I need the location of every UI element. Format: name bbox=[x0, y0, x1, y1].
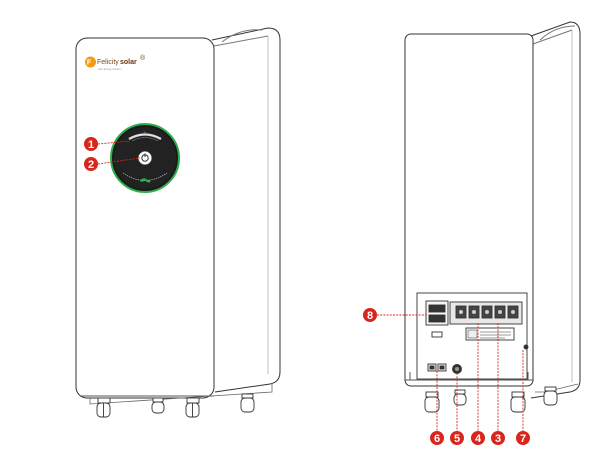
callout-number: 6 bbox=[434, 433, 440, 445]
callout-number: 1 bbox=[88, 139, 94, 151]
brand-trademark: ® bbox=[140, 54, 146, 62]
callout-number: 7 bbox=[520, 433, 526, 445]
callout-7: 7 bbox=[516, 431, 530, 445]
svg-text:▪▪▪: ▪▪▪ bbox=[144, 131, 147, 134]
status-led-arc bbox=[128, 133, 162, 140]
rear-casters bbox=[424, 386, 558, 413]
power-button[interactable] bbox=[138, 151, 152, 165]
callout-number: 5 bbox=[454, 433, 460, 445]
caster-front-center bbox=[151, 397, 165, 414]
front-casters bbox=[96, 393, 255, 418]
callout-1: 1 bbox=[84, 137, 98, 151]
leaf-icon bbox=[140, 178, 151, 183]
ground-screw[interactable] bbox=[523, 344, 529, 350]
caster-rear-left bbox=[424, 391, 440, 413]
svg-text:F: F bbox=[87, 60, 92, 67]
callout-4: 4 bbox=[471, 431, 485, 445]
rear-unit-side-panel bbox=[530, 21, 581, 399]
callout-3: 3 bbox=[491, 431, 505, 445]
caster-rear-back bbox=[543, 386, 558, 406]
front-unit-face bbox=[75, 37, 215, 399]
round-port[interactable] bbox=[452, 364, 462, 374]
callout-6: 6 bbox=[430, 431, 444, 445]
caster-rear-right bbox=[510, 391, 526, 413]
circuit-breaker[interactable] bbox=[425, 300, 449, 326]
callout-number: 4 bbox=[475, 433, 482, 445]
callout-2: 2 bbox=[84, 157, 98, 171]
callout-number: 2 bbox=[88, 159, 94, 171]
comm-ports[interactable] bbox=[427, 363, 447, 372]
brand-logo: F Felicity solar ® New Energy Solution bbox=[85, 54, 146, 71]
terminal-block bbox=[449, 301, 523, 325]
connection-panel bbox=[416, 292, 529, 380]
caster-front-back bbox=[240, 393, 255, 413]
callout-number: 8 bbox=[367, 310, 373, 322]
brand-name-main: solar bbox=[120, 59, 137, 66]
callout-number: 3 bbox=[495, 433, 501, 445]
callout-leaders bbox=[97, 140, 524, 431]
brand-logo-mark bbox=[85, 56, 96, 68]
callout-8: 8 bbox=[363, 308, 377, 322]
brand-tagline: New Energy Solution bbox=[98, 68, 122, 71]
caster-front-right bbox=[185, 397, 200, 418]
front-unit bbox=[75, 27, 281, 405]
small-switch[interactable] bbox=[431, 331, 443, 338]
control-panel: ▪▪▪ bbox=[110, 123, 180, 193]
caster-front-left bbox=[96, 397, 111, 418]
brand-name-prefix: Felicity bbox=[97, 59, 119, 66]
callout-5: 5 bbox=[450, 431, 464, 445]
front-unit-side-panel bbox=[211, 27, 281, 393]
caster-rear-center bbox=[453, 389, 467, 406]
warning-label bbox=[465, 327, 515, 341]
